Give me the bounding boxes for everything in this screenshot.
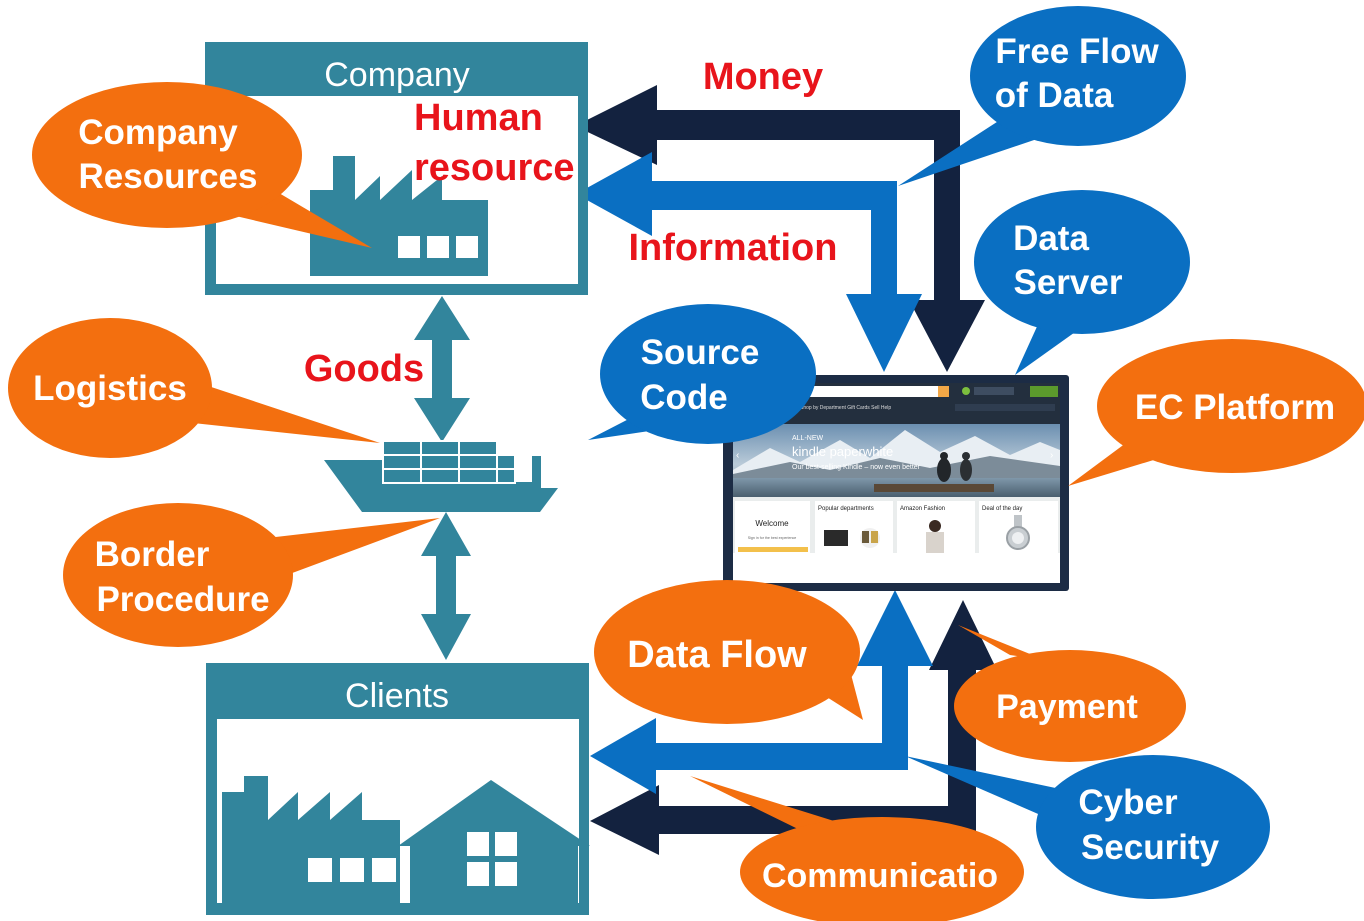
data-flow-line1: Data Flow [627,634,807,676]
payment-line1: Payment [996,688,1138,726]
chevron-left-icon: ‹ [736,450,739,461]
data-server-line1: Data [1013,219,1089,258]
logistics-bubble: Logistics [8,318,380,458]
logistics-line1: Logistics [33,369,187,408]
ec-hero-banner [733,424,1060,497]
border-procedure-line2: Procedure [96,580,269,619]
source-code-bubble: Source Code [588,304,816,444]
cyber-security-line1: Cyber [1078,783,1178,822]
border-procedure-bubble: Border Procedure [63,503,440,647]
free-flow-line2: of Data [995,76,1114,115]
ec-card-popular: Popular departments [818,506,874,512]
payment-bubble: Payment [954,625,1186,762]
communication-bubble: Communicatio [690,776,1024,921]
ec-platform-line1: EC Platform [1135,388,1335,427]
data-server-line2: Server [1014,263,1123,302]
data-server-bubble: Data Server [974,190,1190,375]
cyber-security-line2: Security [1081,828,1220,867]
ec-card-fashion: Amazon Fashion [900,506,945,512]
company-resources-bubble: Company Resources [32,82,372,248]
house-icon [398,780,590,903]
ec-hero-title: kindle paperwhite [792,444,893,459]
data-flow-arrow [590,590,933,794]
source-code-line2: Code [640,378,728,417]
human-resource-label-line2: resource [414,147,575,189]
company-resources-line2: Resources [79,157,258,196]
ec-platform-bubble: EC Platform [1068,339,1364,486]
ec-hero-sub: Our best-selling Kindle – now even bette… [792,464,921,471]
human-resource-label-line1: Human [414,97,543,139]
goods-label: Goods [304,348,424,390]
ec-card-welcome-sub: Sign in for the best experience [748,536,797,540]
information-label: Information [629,227,838,269]
clients-box: Clients [206,663,590,915]
ec-nav-text: Shop by Department Gift Cards Sell Help [800,405,891,411]
free-flow-line1: Free Flow [995,32,1159,71]
data-flow-bubble: Data Flow [594,580,863,724]
communication-line1: Communicatio [762,857,998,895]
money-arrow [575,85,985,372]
ec-hero-small: ALL-NEW [792,435,824,442]
company-title: Company [324,56,470,94]
factory-icon [222,776,400,903]
cargo-ship-icon [324,440,558,512]
border-procedure-line1: Border [95,535,210,574]
information-arrow [576,152,922,372]
source-code-line1: Source [641,333,760,372]
cyber-security-bubble: Cyber Security [905,755,1270,899]
ec-card-welcome: Welcome [755,519,789,528]
ec-platform-screen: Shop by Department Gift Cards Sell Help … [723,375,1069,591]
company-resources-line1: Company [78,113,238,152]
factory-icon [310,156,488,276]
ec-card-deal: Deal of the day [982,506,1022,512]
free-flow-of-data-bubble: Free Flow of Data [898,6,1186,186]
goods-arrow-top [414,296,470,442]
clients-title: Clients [345,677,449,715]
goods-arrow-bottom [421,512,471,660]
money-label: Money [703,56,823,98]
chevron-right-icon: › [1050,450,1053,461]
